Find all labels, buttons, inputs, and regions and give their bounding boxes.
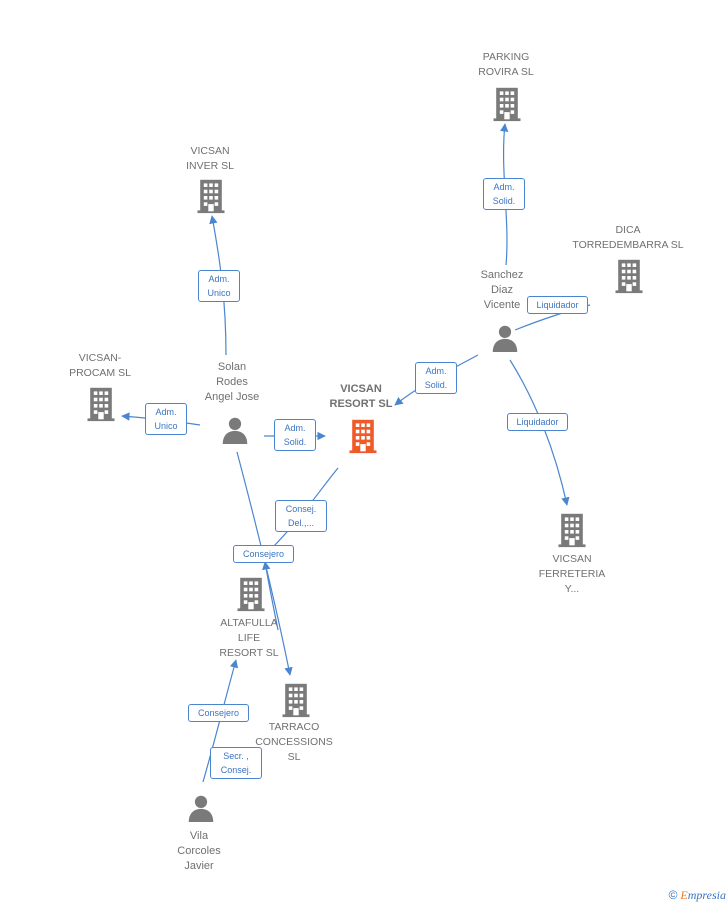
building-icon bbox=[493, 87, 521, 122]
edge-label-adm-unico[interactable]: Adm. Unico bbox=[198, 270, 240, 302]
edge-label-liquidador[interactable]: Liquidador bbox=[527, 296, 588, 314]
edge-label-liquidador[interactable]: Liquidador bbox=[507, 413, 568, 431]
node-vicsan-resort[interactable]: VICSAN RESORT SL bbox=[329, 383, 393, 410]
person-icon bbox=[188, 795, 214, 822]
edge-label-consej-del[interactable]: Consej. Del.,... bbox=[275, 500, 327, 532]
building-icon bbox=[197, 179, 225, 214]
node-solan-rodes-angel-jose[interactable]: Solan Rodes Angel Jose bbox=[204, 361, 260, 403]
person-icon bbox=[492, 325, 518, 352]
node-vicsan-procam[interactable]: VICSAN- PROCAM SL bbox=[69, 352, 131, 379]
edge-tarraco-altafulla bbox=[262, 561, 279, 631]
building-icon bbox=[558, 513, 586, 548]
node-tarraco-concessions[interactable]: TARRACO CONCESSIONS SL bbox=[255, 721, 333, 763]
edge-label-adm-solid[interactable]: Adm. Solid. bbox=[274, 419, 316, 451]
building-icon bbox=[87, 387, 115, 422]
node-vila-corcoles-javier[interactable]: Vila Corcoles Javier bbox=[177, 830, 221, 872]
brand-name: mpresia bbox=[687, 888, 726, 902]
building-icon bbox=[349, 419, 377, 454]
edge-label-secr-consej[interactable]: Secr. , Consej. bbox=[210, 747, 262, 779]
node-dica-torredembarra[interactable]: DICA TORREDEMBARRA SL bbox=[572, 224, 684, 251]
node-vicsan-ferreteria[interactable]: VICSAN FERRETERIA Y... bbox=[538, 553, 606, 595]
empresia-logo: © Empresia bbox=[669, 888, 726, 903]
edge-label-consejero[interactable]: Consejero bbox=[233, 545, 294, 563]
edge-label-adm-unico[interactable]: Adm. Unico bbox=[145, 403, 187, 435]
brand-initial: E bbox=[680, 888, 688, 902]
node-vicsan-inver[interactable]: VICSAN INVER SL bbox=[186, 145, 234, 172]
node-sanchez-diaz-vicente[interactable]: Sanchez Diaz Vicente bbox=[480, 269, 524, 311]
edge-label-adm-solid[interactable]: Adm. Solid. bbox=[483, 178, 525, 210]
building-icon bbox=[237, 577, 265, 612]
node-altafulla-life-resort[interactable]: ALTAFULLA LIFE RESORT SL bbox=[219, 617, 279, 659]
edge-sanchez-ferreteria bbox=[509, 359, 570, 506]
building-icon bbox=[615, 259, 643, 294]
copyright-symbol: © bbox=[668, 888, 678, 902]
node-parking-rovira[interactable]: PARKING ROVIRA SL bbox=[478, 51, 534, 78]
building-icon bbox=[282, 683, 310, 718]
edge-label-consejero[interactable]: Consejero bbox=[188, 704, 249, 722]
person-icon bbox=[222, 417, 248, 444]
edge-label-adm-solid[interactable]: Adm. Solid. bbox=[415, 362, 457, 394]
